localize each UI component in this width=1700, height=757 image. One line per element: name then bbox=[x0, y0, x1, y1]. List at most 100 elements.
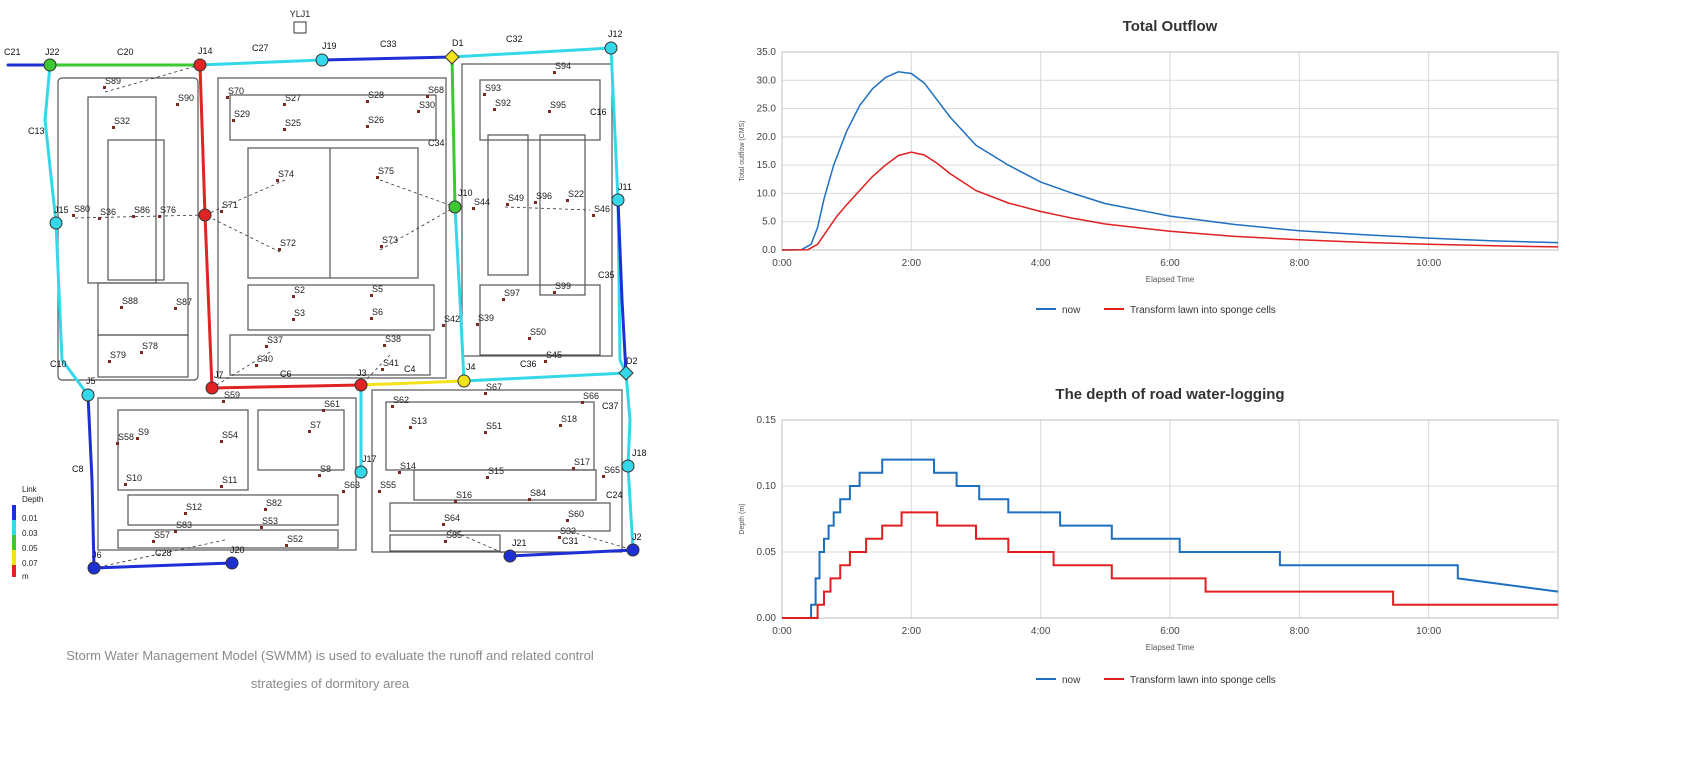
legend-swatch bbox=[12, 565, 16, 577]
subcatchment-label: S92 bbox=[495, 98, 511, 108]
subcatchment-centroid bbox=[602, 475, 605, 478]
subcatchment-centroid bbox=[381, 368, 384, 371]
subcatchment-centroid bbox=[220, 440, 223, 443]
total-outflow-chart: Total Outflow0.05.010.015.020.025.030.03… bbox=[739, 18, 1559, 316]
x-tick-label: 4:00 bbox=[1031, 626, 1051, 637]
link-label: C34 bbox=[428, 138, 445, 148]
link-label: C36 bbox=[520, 359, 537, 369]
y-tick-label: 0.00 bbox=[757, 613, 777, 624]
subcatchment-label: S39 bbox=[478, 313, 494, 323]
node-label: J20 bbox=[230, 545, 245, 555]
subcatchment-label: S83 bbox=[176, 520, 192, 530]
subcatchment-centroid bbox=[558, 536, 561, 539]
subcatchment-label: S62 bbox=[393, 395, 409, 405]
subcatchment-centroid bbox=[566, 519, 569, 522]
subcatchment-label: S59 bbox=[224, 390, 240, 400]
link-label: C8 bbox=[72, 464, 84, 474]
subcatchment-label: S53 bbox=[262, 516, 278, 526]
subcatchment-centroid bbox=[566, 199, 569, 202]
subcatchment-label: S50 bbox=[530, 327, 546, 337]
node-label: J3 bbox=[357, 368, 367, 378]
subcatchment-label: S6 bbox=[372, 307, 383, 317]
subcatchment-centroid bbox=[444, 540, 447, 543]
subcatchment-centroid bbox=[484, 431, 487, 434]
subcatchment-centroid bbox=[116, 442, 119, 445]
subcatchment-centroid bbox=[108, 360, 111, 363]
subcatchment-centroid bbox=[174, 307, 177, 310]
subcatchment-label: S65 bbox=[604, 465, 620, 475]
link-label: C27 bbox=[252, 43, 269, 53]
subcatchment-label: S82 bbox=[266, 498, 282, 508]
subcatchment-label: S28 bbox=[368, 90, 384, 100]
subcatchment-label: S27 bbox=[285, 93, 301, 103]
subcatchment-centroid bbox=[559, 424, 562, 427]
junction-node bbox=[621, 459, 635, 473]
x-tick-label: 8:00 bbox=[1290, 626, 1310, 637]
subcatchment-centroid bbox=[366, 125, 369, 128]
subcatchment-label: S15 bbox=[488, 466, 504, 476]
node-label: J10 bbox=[458, 188, 473, 198]
subcatchment-centroid bbox=[220, 210, 223, 213]
node-label: J17 bbox=[362, 454, 377, 464]
x-axis-label: Elapsed Time bbox=[1146, 643, 1195, 652]
subcatchment-centroid bbox=[391, 405, 394, 408]
link-label: C28 bbox=[155, 548, 172, 558]
node-label: J2 bbox=[632, 532, 642, 542]
node-label: J6 bbox=[92, 550, 102, 560]
subcatchment-label: S73 bbox=[382, 235, 398, 245]
legend-swatch bbox=[12, 535, 16, 550]
subcatchment-centroid bbox=[528, 337, 531, 340]
y-tick-label: 10.0 bbox=[757, 188, 777, 199]
subcatchment-centroid bbox=[255, 364, 258, 367]
subcatchment-centroid bbox=[502, 298, 505, 301]
legend-label: 0.03 bbox=[22, 529, 38, 538]
subcatchment-label: S36 bbox=[100, 207, 116, 217]
subcatchment-centroid bbox=[112, 126, 115, 129]
subcatchment-label: S7 bbox=[310, 420, 321, 430]
junction-node bbox=[81, 388, 95, 402]
subcatchment-label: S80 bbox=[74, 204, 90, 214]
junction-node bbox=[448, 200, 462, 214]
link-label: C20 bbox=[117, 47, 134, 57]
subcatchment-centroid bbox=[265, 345, 268, 348]
subcatchment-label: S87 bbox=[176, 297, 192, 307]
subcatchment-label: S13 bbox=[411, 416, 427, 426]
legend-swatch bbox=[12, 520, 16, 535]
link-label: C24 bbox=[606, 490, 623, 500]
link-label: C31 bbox=[562, 536, 579, 546]
subcatchment-label: S96 bbox=[536, 191, 552, 201]
y-tick-label: 30.0 bbox=[757, 75, 777, 86]
x-tick-label: 2:00 bbox=[902, 626, 922, 637]
subcatchment-label: S95 bbox=[550, 100, 566, 110]
junction-node bbox=[626, 543, 640, 557]
subcatchment-centroid bbox=[366, 100, 369, 103]
subcatchment-centroid bbox=[260, 526, 263, 529]
subcatchment-centroid bbox=[174, 530, 177, 533]
node-label: D2 bbox=[626, 356, 638, 366]
subcatchment-centroid bbox=[322, 409, 325, 412]
subcatchment-centroid bbox=[176, 103, 179, 106]
swmm-network-map: YLJ1 C21 J22 C20 J14 C27 J19 C33 D1 C32 … bbox=[0, 0, 700, 752]
subcatchment-label: S44 bbox=[474, 197, 490, 207]
link-depth-legend: Link Depth 0.01 0.03 0.05 0.07 m bbox=[12, 485, 43, 581]
junction-node bbox=[43, 58, 57, 72]
subcatchment-label: S33 bbox=[560, 526, 576, 536]
subcatchment-label: S5 bbox=[372, 284, 383, 294]
y-axis-label: Total outflow (CMS) bbox=[739, 120, 746, 181]
link-label: C35 bbox=[598, 270, 615, 280]
subcatchment-label: S64 bbox=[444, 513, 460, 523]
link-label: C21 bbox=[4, 47, 21, 57]
subcatchment-centroid bbox=[380, 245, 383, 248]
subcatchment-label: S55 bbox=[380, 480, 396, 490]
legend-subtitle: Depth bbox=[22, 495, 43, 504]
subcatchment-connectors bbox=[74, 64, 634, 569]
subcatchment-label: S88 bbox=[122, 296, 138, 306]
subcatchment-label: S63 bbox=[344, 480, 360, 490]
subcatchment-centroid bbox=[285, 544, 288, 547]
subcatchment-centroid bbox=[548, 110, 551, 113]
subcatchment-label: S12 bbox=[186, 502, 202, 512]
subcatchment-label: S94 bbox=[555, 61, 571, 71]
subcatchment-centroid bbox=[232, 119, 235, 122]
series-line-sponge-cells bbox=[781, 151, 1559, 251]
